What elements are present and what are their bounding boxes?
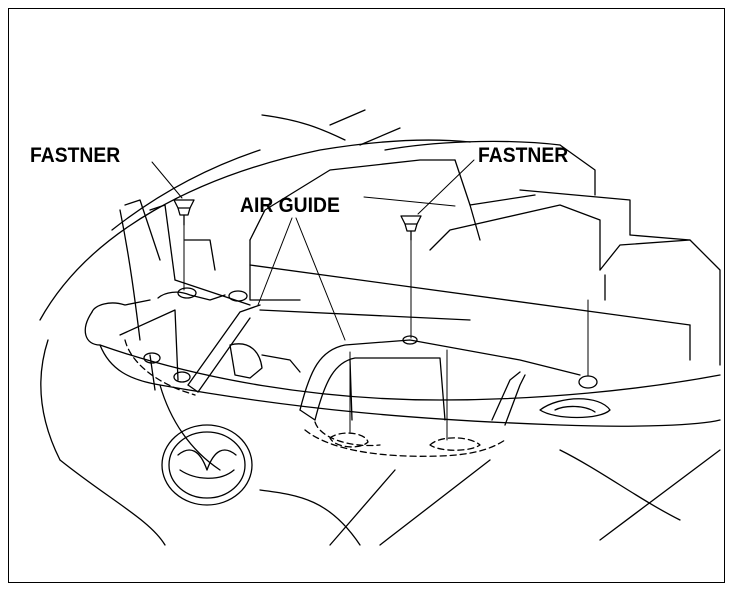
bumper-lines	[59, 449, 721, 546]
mazda-logo	[161, 424, 253, 506]
hood-outline	[39, 109, 631, 461]
front-panel	[84, 199, 721, 471]
fastener-right-icon	[400, 215, 422, 339]
fastener-left-icon	[173, 199, 195, 291]
fastener-right-label: FASTNER	[478, 144, 569, 167]
air-guide-label: AIR GUIDE	[240, 194, 340, 217]
air-guide-right	[229, 335, 611, 426]
leader-lines	[151, 159, 589, 441]
air-guide-left	[119, 287, 261, 393]
fastener-left-label: FASTNER	[30, 144, 121, 167]
engine-cover	[249, 159, 721, 366]
hidden-lines	[124, 339, 506, 457]
